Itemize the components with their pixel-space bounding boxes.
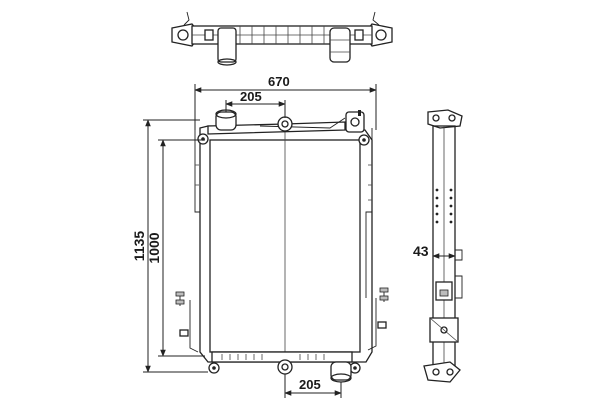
overall-width-label: 670: [268, 74, 290, 89]
dimensions: 670 205 205 1135 1000: [131, 74, 377, 398]
left-side-pin: [175, 291, 185, 306]
top-view: [171, 11, 393, 66]
top-view-right-hole: [375, 29, 387, 41]
core-height-label: 1000: [146, 232, 162, 263]
front-view: [175, 109, 389, 383]
bottom-offset-label: 205: [299, 377, 321, 392]
top-center-mount: [277, 116, 293, 132]
bottom-center-mount: [277, 359, 293, 375]
filler-neck: [345, 111, 365, 133]
depth-dimension-label: 43: [413, 243, 429, 259]
top-inlet-pipe: [215, 111, 237, 131]
right-lower-tab: [377, 321, 387, 329]
top-view-inlet-pipe: [217, 27, 237, 63]
top-view-left-hole: [177, 29, 189, 41]
radiator-frame: [199, 125, 373, 363]
overall-height-label: 1135: [131, 231, 147, 262]
side-view: 43: [413, 109, 463, 383]
left-lower-tab: [179, 329, 189, 337]
top-offset-label: 205: [240, 89, 262, 104]
right-side-pin: [379, 287, 389, 302]
top-view-filler-neck: [329, 27, 351, 63]
bottom-outlet-pipe: [330, 361, 352, 381]
